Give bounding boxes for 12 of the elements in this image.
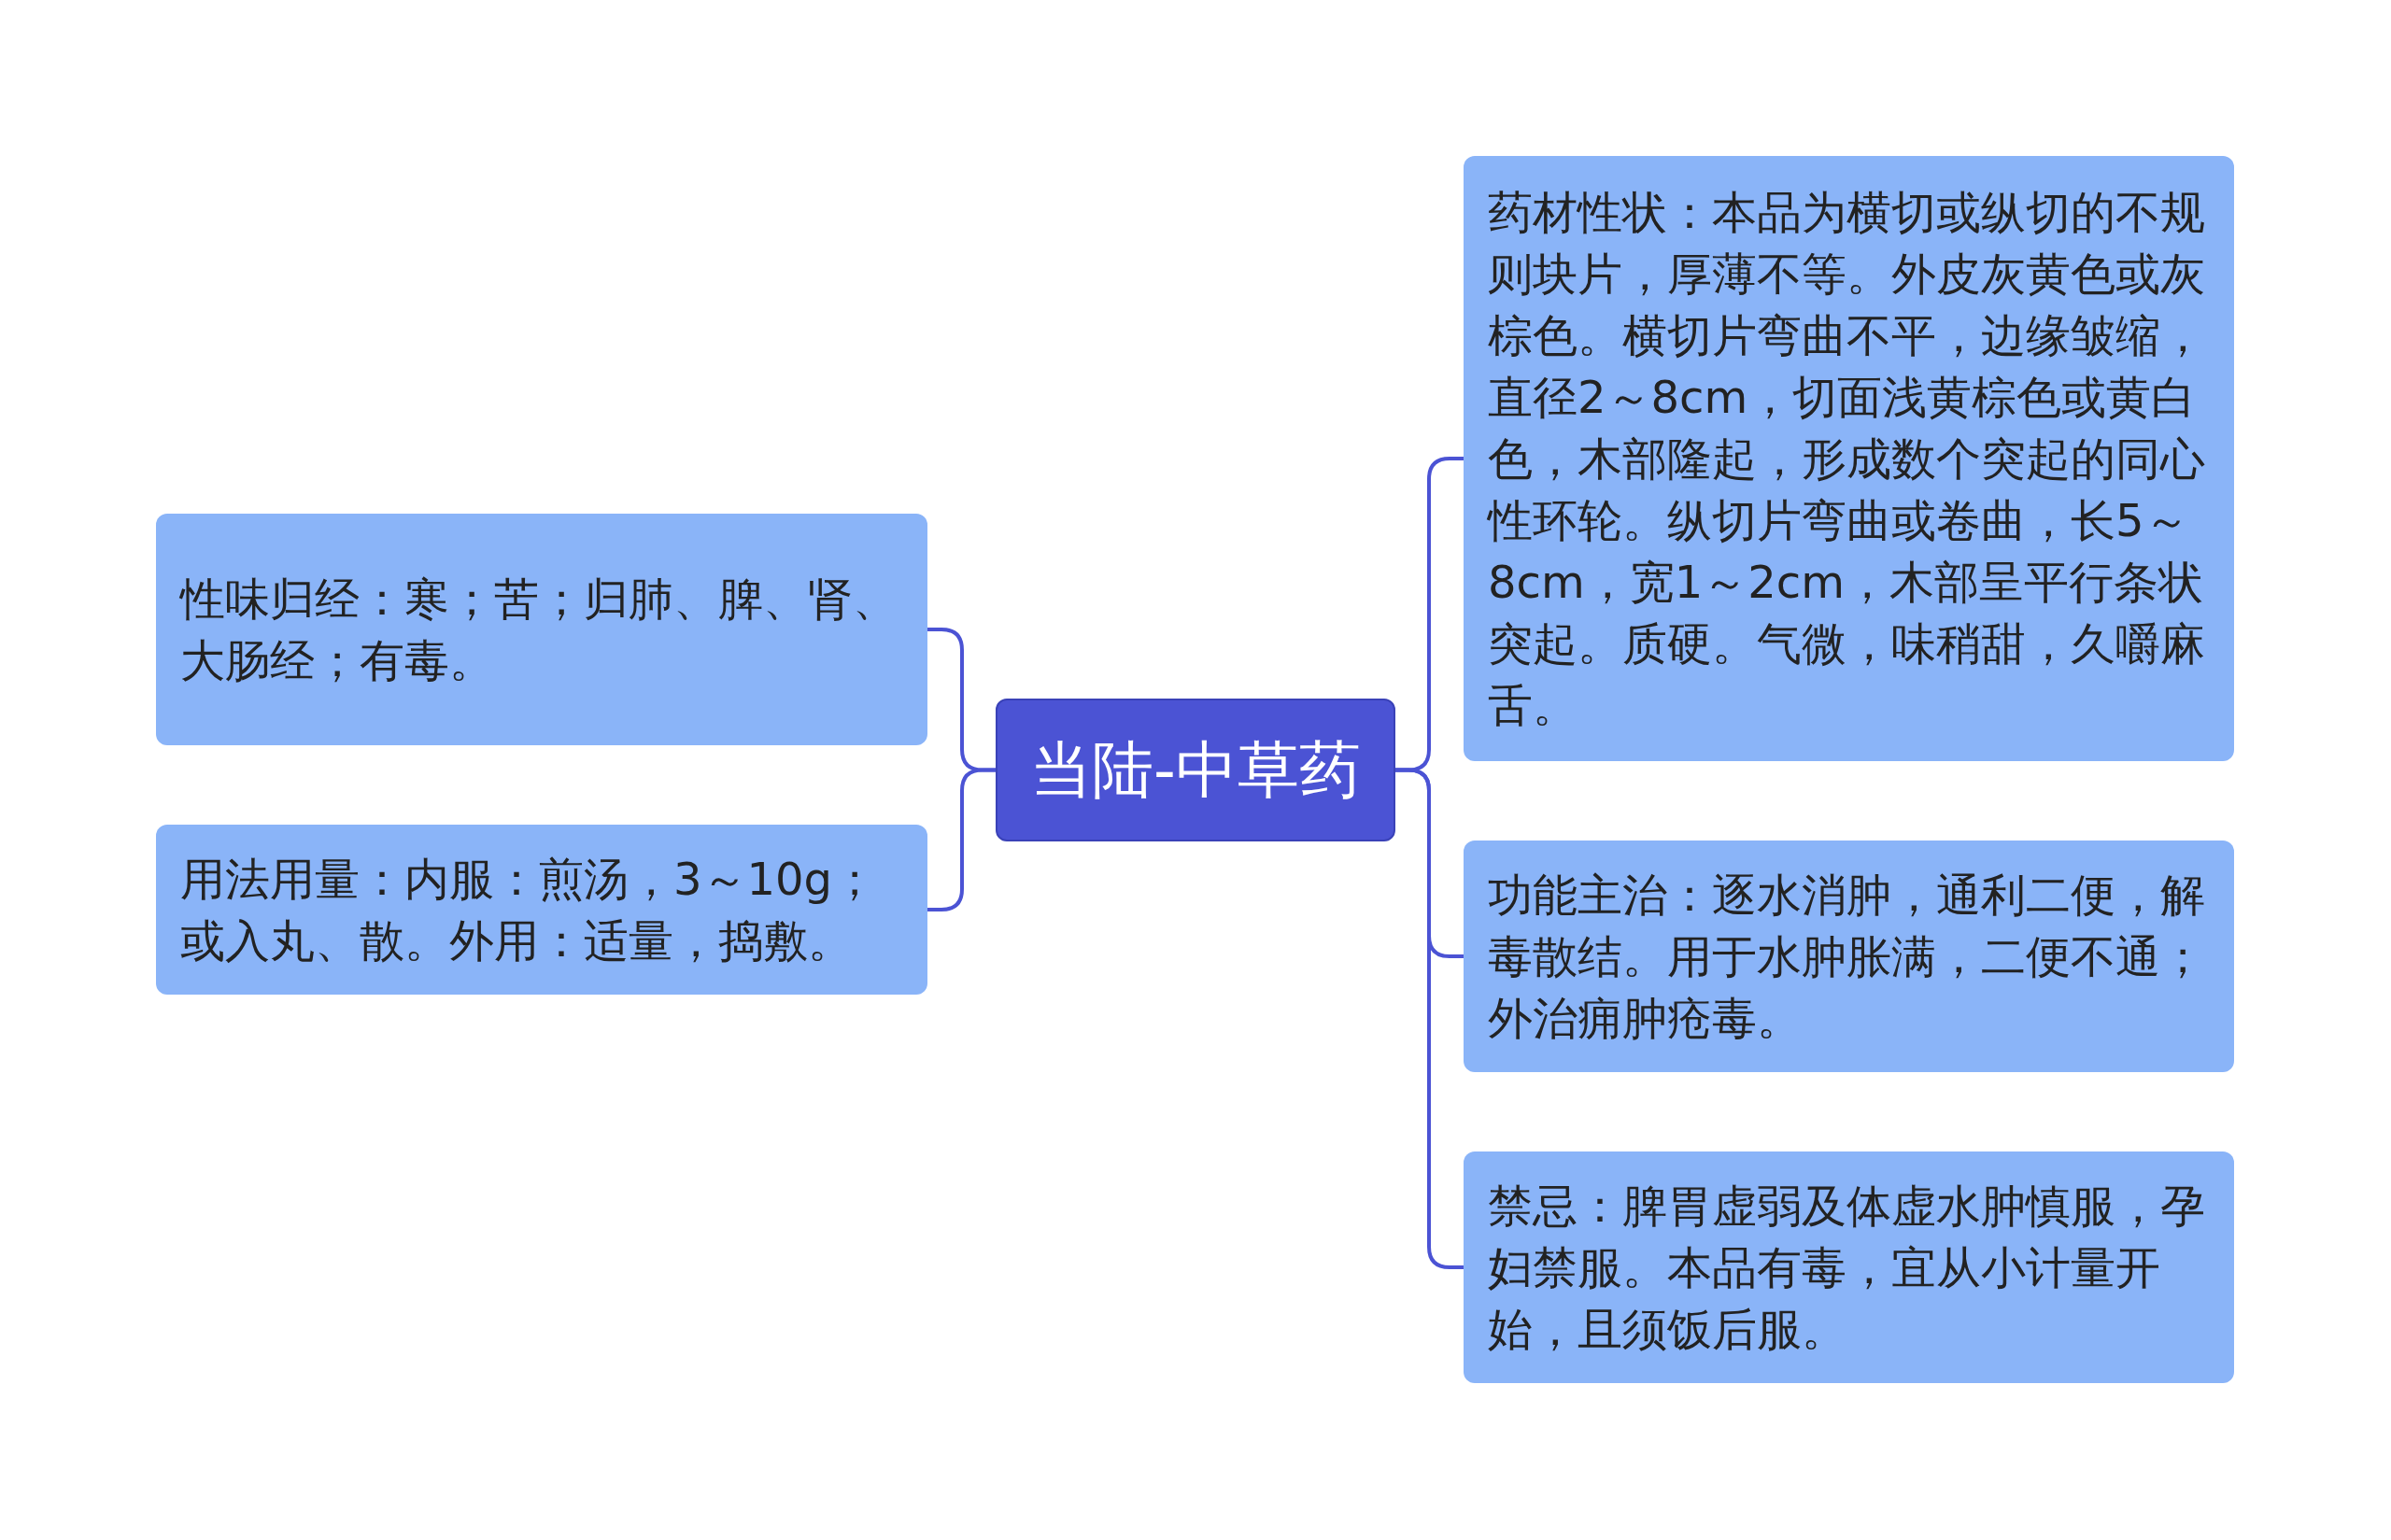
node-text: 性味归经：寒；苦；归肺、脾、肾、大肠经；有毒。 [180,572,898,688]
node-text: 当陆-中草药 [1030,732,1361,808]
subtopic-box [1464,841,2234,1072]
subtopic-box [156,514,927,745]
subtopic-box [1464,156,2234,761]
node-text: 功能主治：逐水消肿，通利二便，解毒散结。用于水肿胀满，二便不通；外治痈肿疮毒。 [1488,868,2206,1046]
subtopic-box [156,825,927,995]
node-text: 药材性状：本品为横切或纵切的不规则块片，厚薄不等。外皮灰黄色或灰棕色。横切片弯曲不平，边缘皱缩，直径2～8cm，切面浅黄棕色或黄白色，木部隆起，形成数个突起的同心性环轮。纵切片弯曲或卷曲，长5～8cm，宽1～2cm，木部呈平行条状突起。质硬。气微，味稍甜，久嚼麻舌。 [1488,185,2206,733]
node-text: 禁忌：脾胃虚弱及体虚水肿慎服，孕妇禁服。本品有毒，宜从小计量开始，且须饭后服。 [1488,1179,2206,1357]
node-text: 用法用量：内服：煎汤，3～10g；或入丸、散。外用：适量，捣敷。 [180,852,879,968]
topic-box [996,699,1395,841]
subtopic-box [1464,1151,2234,1383]
